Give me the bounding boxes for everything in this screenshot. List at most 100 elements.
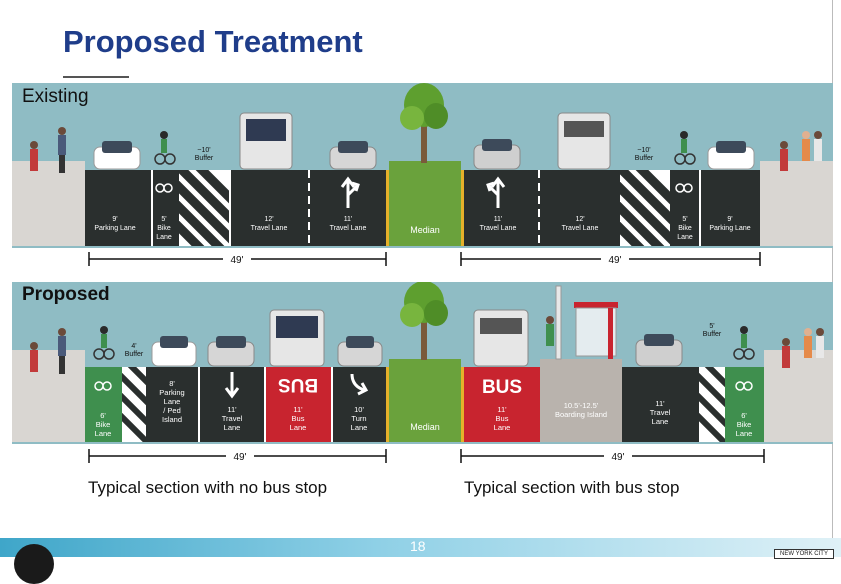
yellow-line-left xyxy=(386,367,389,442)
car-icon xyxy=(151,336,197,367)
sidewalk-right xyxy=(760,161,833,246)
parking-lane xyxy=(146,367,199,442)
pedestrian-icon xyxy=(58,328,66,374)
bus-lane-right xyxy=(464,367,540,442)
bike-symbol-icon xyxy=(675,183,693,193)
bike-lane-left xyxy=(85,367,122,442)
turn-lane xyxy=(332,367,387,442)
pedestrian-icon xyxy=(804,328,824,358)
cyclist-icon xyxy=(93,326,115,360)
tree-icon xyxy=(400,282,448,360)
cyclist-icon xyxy=(154,131,176,165)
yellow-line-left xyxy=(386,170,389,246)
dimension-label: 49' xyxy=(611,452,624,463)
cyclist-icon xyxy=(733,326,755,360)
svg-text:~10'Buffer: ~10'Buffer xyxy=(635,147,654,162)
buffer-label: 5'Buffer xyxy=(703,323,722,338)
bus-icon xyxy=(557,112,611,170)
lane-label: 12'Travel Lane xyxy=(562,216,599,232)
yellow-line-right xyxy=(461,170,464,246)
pedestrian-icon xyxy=(30,342,38,372)
section-label-proposed: Proposed xyxy=(22,284,110,305)
dimension-label: 49' xyxy=(233,452,246,463)
lane-label: 9'Parking Lane xyxy=(709,216,750,232)
tree-icon xyxy=(400,83,448,163)
lane-lines-proposed xyxy=(198,367,333,442)
lane-label: 11'Travel Lane xyxy=(480,216,517,232)
straight-left-arrow-icon xyxy=(486,176,506,208)
lane-label: Median xyxy=(410,225,440,235)
sidewalk-left xyxy=(12,350,85,442)
lane-label: 10.5'-12.5'Boarding Island xyxy=(555,401,607,419)
buffer-hatch-right xyxy=(699,367,725,442)
buffer-hatch-right xyxy=(620,170,670,246)
pedestrian-icon xyxy=(58,127,66,173)
page-number: 18 xyxy=(410,538,426,554)
lane-label: 9'Parking Lane xyxy=(94,216,135,232)
lane-label: 12'Travel Lane xyxy=(251,216,288,232)
car-icon xyxy=(473,139,521,170)
lane-lines-existing xyxy=(151,170,701,246)
sidewalk-left xyxy=(12,161,85,246)
pedestrian-icon xyxy=(780,141,788,171)
footer-bar xyxy=(0,538,841,557)
buffer-label: ~10'Buffer xyxy=(635,147,654,162)
buffer-hatch-left xyxy=(122,367,146,442)
page-title: Proposed Treatment xyxy=(63,24,363,59)
car-icon xyxy=(329,141,377,170)
bus-icon xyxy=(269,309,325,367)
boarding-island xyxy=(540,359,622,442)
bus-lane-left xyxy=(265,367,332,442)
car-icon xyxy=(635,334,683,367)
down-arrow-icon xyxy=(224,372,240,399)
bus-pavement-marking: BUS xyxy=(278,374,318,395)
bus-icon xyxy=(239,112,293,170)
pedestrian-icon xyxy=(546,316,554,346)
median xyxy=(389,359,461,442)
bus-icon xyxy=(473,309,529,367)
caption-with-bus-stop: Typical section with bus stop xyxy=(464,478,680,497)
sidewalk-right xyxy=(764,350,833,442)
bike-symbol-icon xyxy=(155,183,173,193)
dimension-label: 49' xyxy=(230,255,243,266)
bike-symbol-icon xyxy=(94,381,112,391)
car-icon xyxy=(707,141,755,170)
proposed-cross-section: Proposed xyxy=(12,282,833,463)
car-icon xyxy=(93,141,141,170)
straight-left-arrow-icon xyxy=(340,176,360,208)
existing-cross-section: Existing xyxy=(12,83,833,266)
yellow-line-right xyxy=(461,367,464,442)
car-icon xyxy=(337,336,383,367)
lane-label: Median xyxy=(410,422,440,432)
slide-border xyxy=(832,0,833,540)
median xyxy=(389,161,461,246)
logo-icon xyxy=(14,544,54,584)
roadway-right xyxy=(462,170,760,246)
cyclist-icon xyxy=(674,131,696,165)
bus-pavement-marking: BUS xyxy=(482,377,522,398)
section-label-existing: Existing xyxy=(22,86,89,107)
roadway-left xyxy=(85,170,388,246)
caption-no-bus-stop: Typical section with no bus stop xyxy=(88,478,328,497)
car-icon xyxy=(207,336,255,367)
pedestrian-icon xyxy=(30,141,38,171)
bike-lane-right xyxy=(725,367,764,442)
svg-text:4'Buffer: 4'Buffer xyxy=(125,343,144,358)
bus-shelter-icon xyxy=(555,285,618,360)
dimension-label: 49' xyxy=(608,255,621,266)
lane-label: 11'Travel Lane xyxy=(330,216,367,232)
travel-lane-right xyxy=(622,367,699,442)
svg-text:5'Buffer: 5'Buffer xyxy=(703,323,722,338)
pedestrian-icon xyxy=(782,338,790,368)
buffer-hatch-left xyxy=(179,170,230,246)
buffer-label: ~10'Buffer xyxy=(195,147,214,162)
title-underline xyxy=(63,76,129,78)
